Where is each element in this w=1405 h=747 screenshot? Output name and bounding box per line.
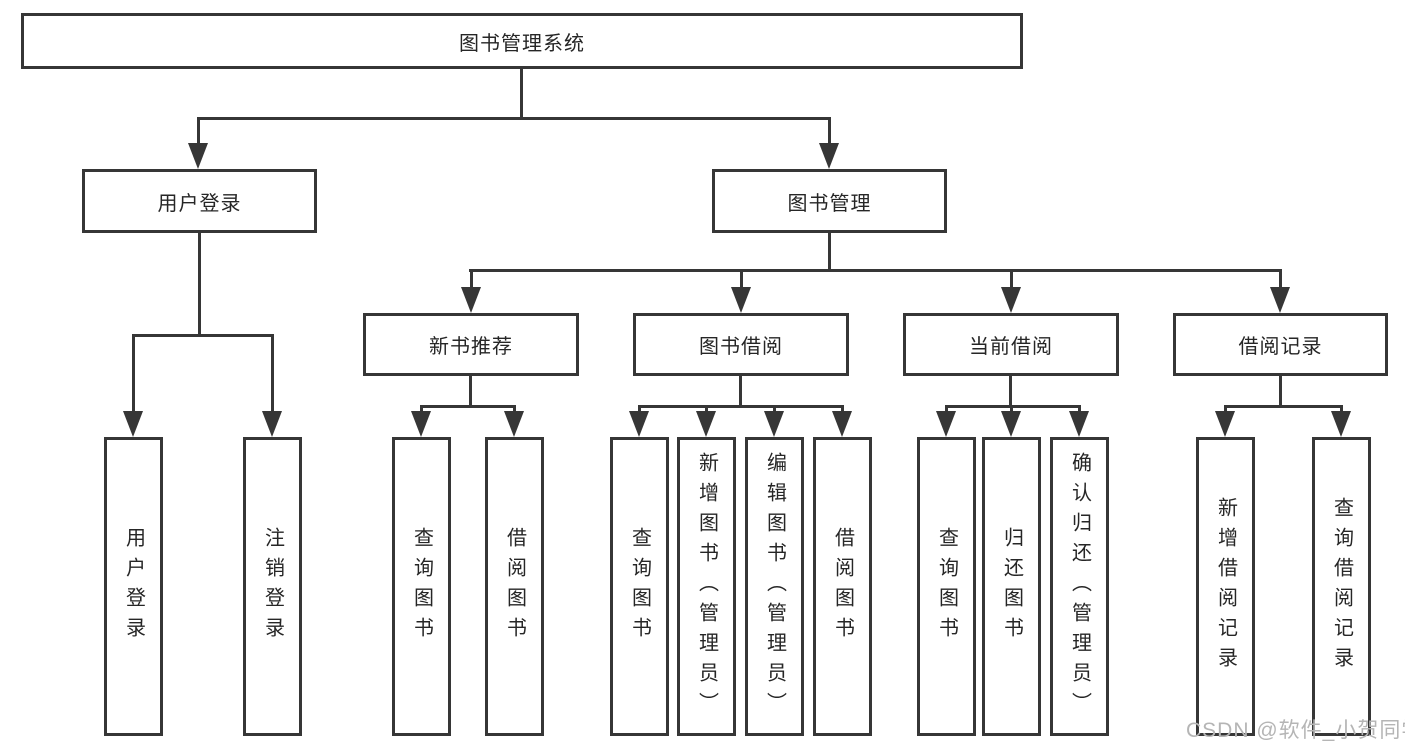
node-book-management: 图书管理 (712, 169, 947, 233)
connector-user-login-branch (132, 334, 274, 337)
leaf-logout-label: 注销登录 (261, 526, 284, 647)
connector-arrow-bb-borrow (832, 405, 852, 437)
connector-arrow-leaf-logout (262, 334, 282, 437)
node-current-borrowing: 当前借阅 (903, 313, 1119, 376)
node-book-borrowing-label: 图书借阅 (699, 336, 783, 358)
node-user-login: 用户登录 (82, 169, 317, 233)
leaf-br-query-record-label: 查询借阅记录 (1330, 496, 1353, 677)
connector-arrow-br-query (1331, 405, 1351, 437)
connector-arrow-leaf-user-login (123, 334, 143, 437)
connector-arrow-book-management (819, 117, 839, 169)
connector-book-borrow-stem (739, 376, 742, 407)
leaf-nb-borrow-books-label: 借阅图书 (503, 526, 526, 647)
csdn-watermark: CSDN @软件_小贺同学 (1186, 719, 1405, 742)
connector-arrow-book-borrow (731, 269, 751, 313)
connector-book-management-branch (469, 269, 1282, 272)
leaf-cb-return-books-label: 归还图书 (1000, 526, 1023, 647)
leaf-nb-query-books-label: 查询图书 (410, 526, 433, 647)
connector-new-book-branch (420, 405, 516, 408)
node-user-login-label: 用户登录 (157, 192, 242, 215)
connector-arrow-bb-edit (764, 405, 784, 437)
node-borrowing-records: 借阅记录 (1173, 313, 1388, 376)
connector-arrow-bb-add (696, 405, 716, 437)
leaf-cb-confirm-return-admin-label: 确认归还（管理员） (1068, 451, 1091, 722)
leaf-user-login: 用户登录 (104, 437, 163, 736)
leaf-cb-query-books: 查询图书 (917, 437, 976, 736)
connector-arrow-cb-return (1001, 405, 1021, 437)
leaf-br-add-record-label: 新增借阅记录 (1214, 496, 1237, 677)
connector-arrow-br-add (1215, 405, 1235, 437)
connector-root-stem (520, 69, 523, 118)
leaf-bb-edit-books-admin: 编辑图书（管理员） (745, 437, 804, 736)
node-borrowing-records-label: 借阅记录 (1238, 336, 1323, 358)
node-book-borrowing: 图书借阅 (633, 313, 849, 376)
connector-arrow-cb-confirm (1069, 405, 1089, 437)
leaf-bb-borrow-books: 借阅图书 (813, 437, 872, 736)
leaf-cb-confirm-return-admin: 确认归还（管理员） (1050, 437, 1109, 736)
node-root-label: 图书管理系统 (459, 32, 585, 55)
leaf-user-login-label: 用户登录 (122, 526, 145, 647)
node-new-book-recommendation-label: 新书推荐 (429, 336, 513, 358)
connector-arrow-nb-query (411, 405, 431, 437)
leaf-bb-query-books-label: 查询图书 (628, 526, 651, 647)
leaf-br-add-record: 新增借阅记录 (1196, 437, 1255, 736)
connector-arrow-borrow-records (1270, 269, 1290, 313)
leaf-nb-borrow-books: 借阅图书 (485, 437, 544, 736)
connector-root-branch (197, 117, 831, 120)
connector-arrow-cb-query (936, 405, 956, 437)
leaf-nb-query-books: 查询图书 (392, 437, 451, 736)
connector-current-borrow-branch (945, 405, 1081, 408)
connector-arrow-user-login (188, 117, 208, 169)
node-book-management-label: 图书管理 (787, 192, 872, 215)
connector-book-management-stem (828, 233, 831, 272)
connector-arrow-new-book (461, 269, 481, 313)
connector-arrow-bb-query (629, 405, 649, 437)
connector-current-borrow-stem (1009, 376, 1012, 407)
leaf-bb-borrow-books-label: 借阅图书 (831, 526, 854, 647)
connector-user-login-stem (198, 233, 201, 336)
leaf-cb-return-books: 归还图书 (982, 437, 1041, 736)
node-root-system: 图书管理系统 (21, 13, 1023, 69)
leaf-br-query-record: 查询借阅记录 (1312, 437, 1371, 736)
connector-borrow-records-branch (1224, 405, 1342, 408)
connector-arrow-nb-borrow (504, 405, 524, 437)
leaf-cb-query-books-label: 查询图书 (935, 526, 958, 647)
leaf-bb-edit-books-admin-label: 编辑图书（管理员） (763, 451, 786, 722)
leaf-logout: 注销登录 (243, 437, 302, 736)
leaf-bb-add-books-admin: 新增图书（管理员） (677, 437, 736, 736)
leaf-bb-add-books-admin-label: 新增图书（管理员） (695, 451, 718, 722)
node-new-book-recommendation: 新书推荐 (363, 313, 579, 376)
node-current-borrowing-label: 当前借阅 (969, 336, 1053, 358)
connector-arrow-current-borrow (1001, 269, 1021, 313)
connector-new-book-stem (469, 376, 472, 407)
connector-book-borrow-branch (638, 405, 844, 408)
leaf-bb-query-books: 查询图书 (610, 437, 669, 736)
connector-borrow-records-stem (1279, 376, 1282, 407)
